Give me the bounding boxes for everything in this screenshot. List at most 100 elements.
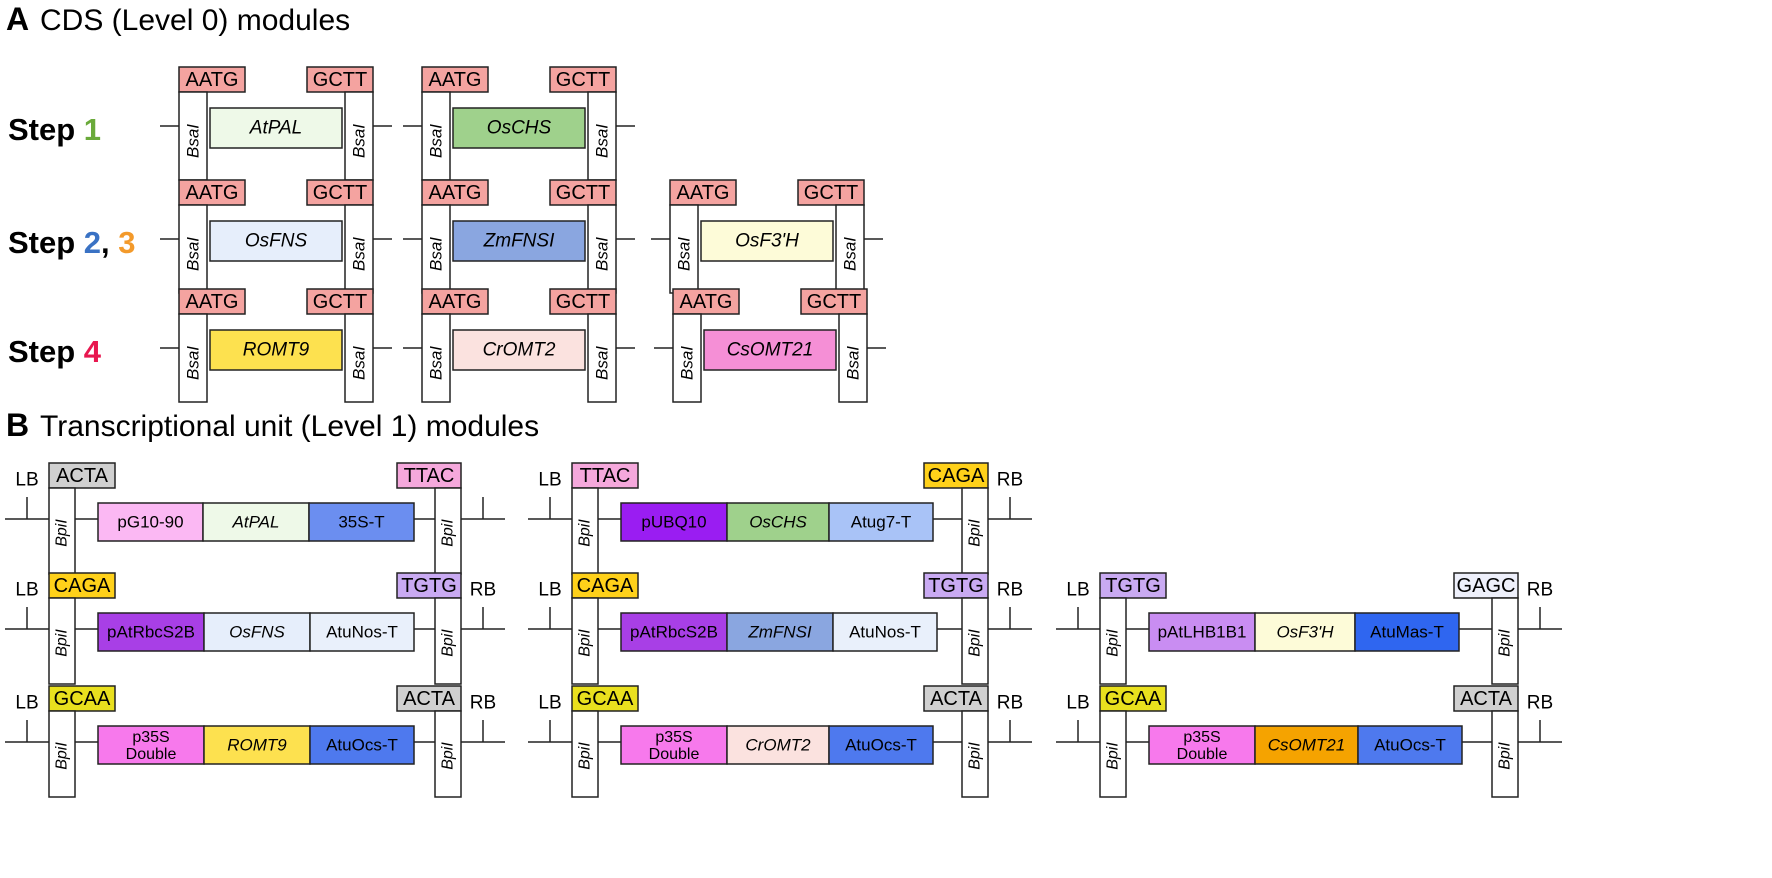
- part-label: pAtRbcS2B: [107, 623, 195, 642]
- overhang-right-label: GCTT: [556, 69, 610, 91]
- left-border-label: LB: [1066, 580, 1089, 601]
- section-b-letter: B: [6, 407, 29, 443]
- overhang-left: [669, 179, 737, 206]
- part-box: [620, 612, 728, 652]
- enzyme-site-right: [1491, 710, 1519, 798]
- enzyme-site-left: [421, 204, 451, 294]
- part-box: [309, 612, 415, 652]
- enzyme-site-left-label: BsaI: [427, 124, 446, 158]
- right-border-label: RB: [470, 693, 496, 714]
- part-label: AtuMas-T: [1370, 623, 1444, 642]
- overhang-left-label: AATG: [186, 69, 239, 91]
- enzyme-site-left: [1099, 710, 1127, 798]
- overhang-right: [306, 66, 374, 93]
- overhang-right: [396, 685, 462, 712]
- part-label-line: Double: [1177, 746, 1228, 763]
- overhang-left: [178, 66, 246, 93]
- part-box: [1357, 725, 1463, 765]
- part-box: [828, 502, 934, 542]
- overhang-left: [1099, 572, 1167, 599]
- enzyme-site-left: [178, 91, 208, 181]
- enzyme-site-left: [48, 710, 76, 798]
- gene-label: ROMT9: [243, 340, 310, 361]
- overhang-right: [797, 179, 865, 206]
- step-label-prefix: Step: [8, 334, 84, 369]
- overhang-right: [306, 288, 374, 315]
- part-label: pAtRbcS2B: [630, 623, 718, 642]
- part-label-line: Double: [649, 746, 700, 763]
- enzyme-site-right: [434, 710, 462, 798]
- overhang-right-label: ACTA: [1460, 688, 1513, 710]
- enzyme-site-right-label: BpiI: [440, 742, 457, 770]
- enzyme-site-right-label: BpiI: [967, 519, 984, 547]
- left-border-label: LB: [1066, 693, 1089, 714]
- gene-box: [452, 220, 586, 262]
- overhang-right-label: GCTT: [556, 182, 610, 204]
- overhang-left: [421, 66, 489, 93]
- overhang-left-label: GCAA: [577, 688, 634, 710]
- overhang-right: [923, 462, 989, 489]
- enzyme-site-right-label: BpiI: [967, 629, 984, 657]
- enzyme-site-right: [587, 204, 617, 294]
- enzyme-site-left-label: BpiI: [1105, 629, 1122, 657]
- gene-label: AtPAL: [249, 118, 302, 139]
- left-border-label: LB: [15, 580, 38, 601]
- right-border-label: RB: [470, 580, 496, 601]
- gene-box: [703, 329, 837, 371]
- part-label-line: p35S: [1183, 729, 1220, 746]
- overhang-left: [421, 288, 489, 315]
- part-box: [203, 725, 311, 765]
- gene-box: [209, 329, 343, 371]
- gene-label: OsF3'H: [735, 231, 799, 252]
- part-label: AtuOcs-T: [326, 736, 398, 755]
- part-box: [620, 502, 728, 542]
- overhang-left-label: AATG: [186, 182, 239, 204]
- part-box: [828, 725, 934, 765]
- enzyme-site-left-label: BsaI: [184, 124, 203, 158]
- enzyme-site-left: [571, 597, 599, 685]
- enzyme-site-left-label: BpiI: [54, 629, 71, 657]
- part-label: AtPAL: [232, 513, 280, 532]
- part-label: OsCHS: [749, 513, 807, 532]
- overhang-left-label: AATG: [429, 182, 482, 204]
- step-label: Step 1: [8, 112, 101, 147]
- part-label: ZmFNSI: [747, 623, 812, 642]
- part-box: [97, 502, 204, 542]
- overhang-left-label: GCAA: [1105, 688, 1162, 710]
- overhang-left-label: AATG: [677, 182, 730, 204]
- enzyme-site-right: [1491, 597, 1519, 685]
- enzyme-site-right: [961, 487, 989, 575]
- overhang-right: [306, 179, 374, 206]
- overhang-left: [571, 685, 639, 712]
- step-label: Step 2, 3: [8, 225, 136, 260]
- enzyme-site-left-label: BpiI: [577, 629, 594, 657]
- enzyme-site-right: [587, 91, 617, 181]
- enzyme-site-right-label: BsaI: [350, 237, 369, 271]
- right-border-label: RB: [1527, 693, 1553, 714]
- part-label: AtuNos-T: [849, 623, 921, 642]
- enzyme-site-right-label: BsaI: [841, 237, 860, 271]
- part-label: 35S-T: [338, 513, 384, 532]
- overhang-right: [1453, 685, 1519, 712]
- section-a-title: CDS (Level 0) modules: [40, 4, 350, 37]
- gene-box: [209, 220, 343, 262]
- section-b-header: B Transcriptional unit (Level 1) modules: [6, 407, 539, 443]
- left-border-label: LB: [538, 580, 561, 601]
- part-label: OsF3'H: [1276, 623, 1334, 642]
- enzyme-site-right: [835, 204, 865, 294]
- part-label: OsFNS: [229, 623, 285, 642]
